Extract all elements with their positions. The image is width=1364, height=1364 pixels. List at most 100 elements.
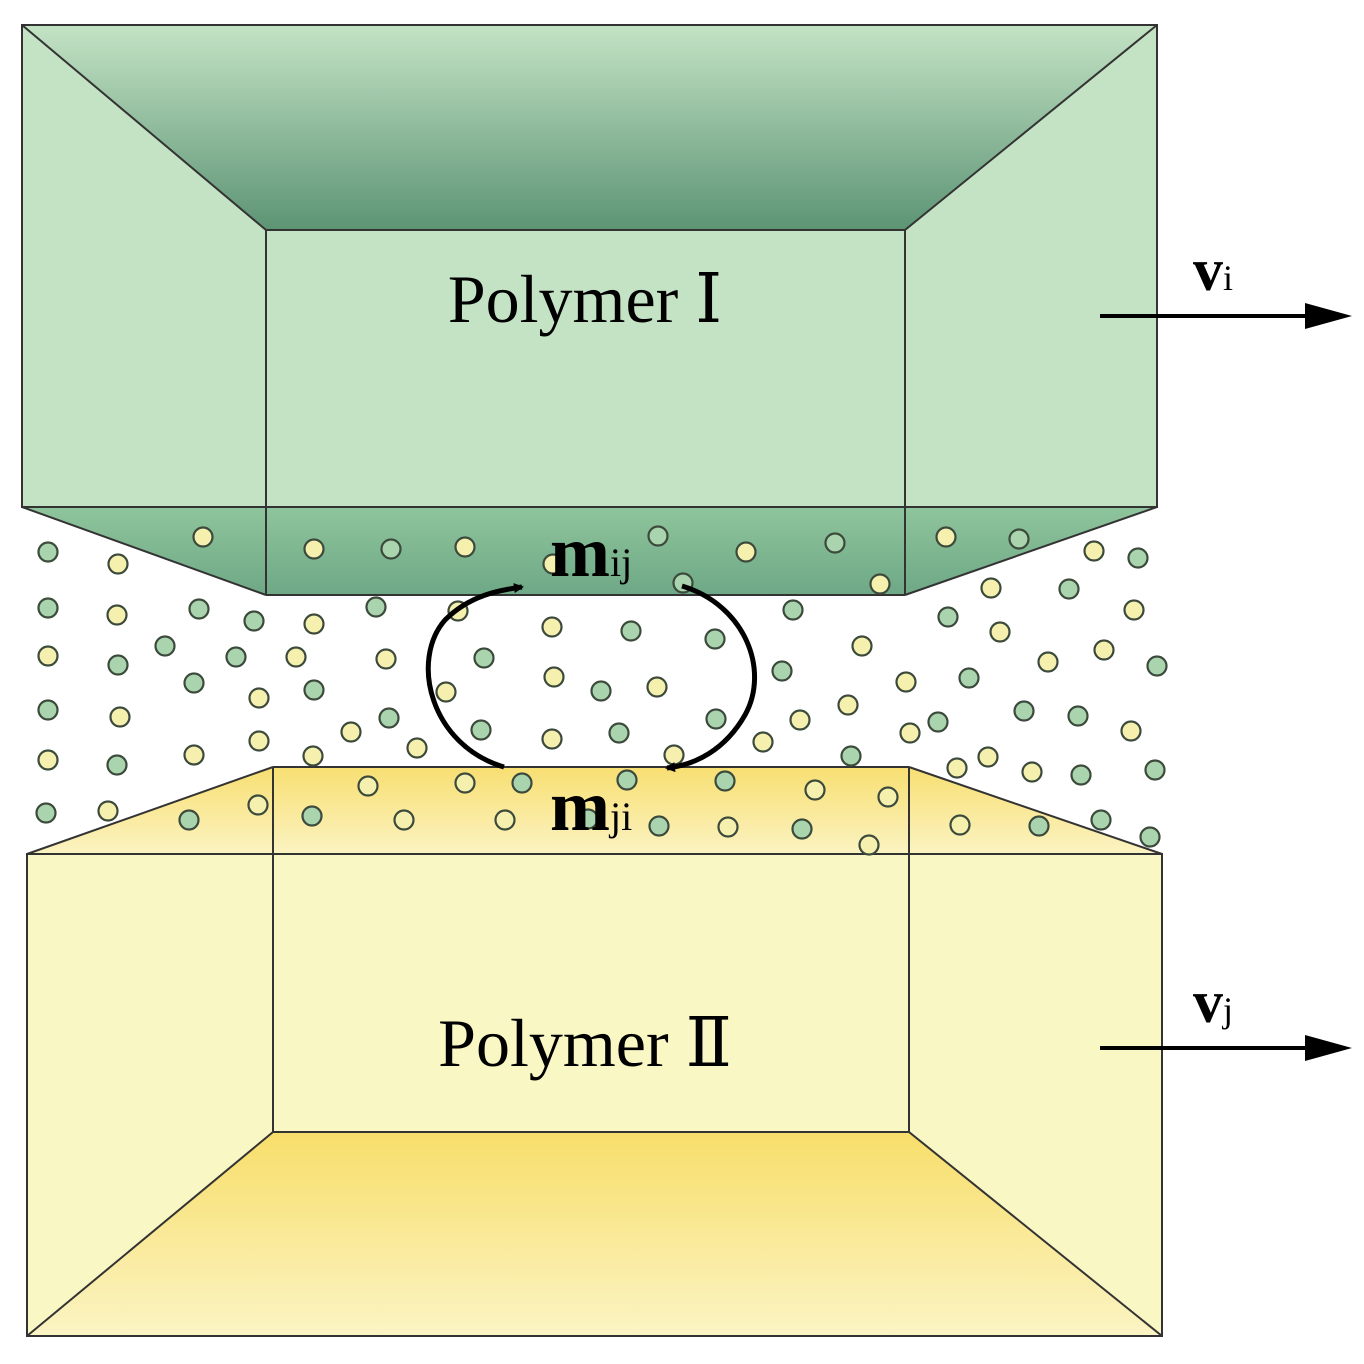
particle-green bbox=[511, 772, 533, 794]
particle-yellow bbox=[789, 709, 811, 731]
particle-yellow bbox=[663, 744, 685, 766]
particle-yellow bbox=[542, 553, 564, 575]
particle-green bbox=[107, 654, 129, 676]
exchange-bottom-symbol: m bbox=[550, 766, 610, 846]
particle-green bbox=[1013, 700, 1035, 722]
particle-yellow bbox=[1120, 720, 1142, 742]
particle-green bbox=[840, 745, 862, 767]
particle-green bbox=[714, 770, 736, 792]
particle-yellow bbox=[752, 731, 774, 753]
polymer-top-label: Polymer Ⅰ bbox=[448, 261, 722, 337]
exchange-top-symbol: m bbox=[550, 512, 610, 592]
particle-green bbox=[791, 818, 813, 840]
bottom-block-floor bbox=[27, 1132, 1162, 1336]
particle-yellow bbox=[37, 645, 59, 667]
particle-yellow bbox=[106, 604, 128, 626]
particle-green bbox=[225, 646, 247, 668]
exchange-cycle bbox=[425, 583, 757, 773]
particle-green bbox=[771, 660, 793, 682]
particle-green bbox=[616, 769, 638, 791]
particle-green bbox=[365, 596, 387, 618]
velocity-bottom-symbol: v bbox=[1193, 969, 1223, 1035]
particle-green bbox=[1139, 826, 1161, 848]
particle-green bbox=[154, 635, 176, 657]
particle-green bbox=[1070, 764, 1092, 786]
particle-green bbox=[577, 808, 599, 830]
particle-yellow bbox=[837, 694, 859, 716]
particle-yellow bbox=[877, 786, 899, 808]
particle-yellow bbox=[406, 737, 428, 759]
exchange-bottom-subscript: ji bbox=[608, 794, 632, 839]
velocity-top-subscript: i bbox=[1223, 258, 1233, 298]
particle-yellow bbox=[899, 722, 921, 744]
particle-green bbox=[188, 598, 210, 620]
particle-yellow bbox=[541, 616, 563, 638]
particle-green bbox=[1127, 547, 1149, 569]
particle-yellow bbox=[735, 541, 757, 563]
particle-green bbox=[1144, 759, 1166, 781]
particle-yellow bbox=[435, 681, 457, 703]
polymer-bottom-block bbox=[26, 766, 1163, 1337]
particle-yellow bbox=[1083, 540, 1105, 562]
particle-green bbox=[927, 711, 949, 733]
particle-green bbox=[648, 815, 670, 837]
particle-green bbox=[824, 532, 846, 554]
particle-yellow bbox=[303, 613, 325, 635]
particle-yellow bbox=[454, 536, 476, 558]
particle-green bbox=[106, 754, 128, 776]
velocity-bottom-subscript: j bbox=[1221, 990, 1233, 1030]
particle-yellow bbox=[935, 526, 957, 548]
particle-yellow bbox=[646, 676, 668, 698]
particle-cloud bbox=[35, 525, 1168, 856]
particle-green bbox=[378, 707, 400, 729]
particle-green bbox=[608, 722, 630, 744]
exchange-top-label: mij bbox=[550, 512, 632, 592]
particle-green bbox=[937, 606, 959, 628]
particle-green bbox=[1090, 809, 1112, 831]
particle-yellow bbox=[1093, 639, 1115, 661]
particle-yellow bbox=[541, 728, 563, 750]
particle-green bbox=[301, 805, 323, 827]
particle-yellow bbox=[543, 666, 565, 688]
particle-green bbox=[958, 667, 980, 689]
polymer-top-block bbox=[21, 24, 1158, 596]
velocity-top: vi bbox=[1100, 237, 1352, 329]
exchange-bottom-label: mji bbox=[550, 766, 632, 846]
particle-yellow bbox=[869, 573, 891, 595]
particle-yellow bbox=[989, 621, 1011, 643]
top-block-ceiling bbox=[22, 25, 1157, 230]
particle-yellow bbox=[1037, 651, 1059, 673]
particle-yellow bbox=[804, 779, 826, 801]
exchange-arrow-left bbox=[425, 583, 524, 770]
particle-green bbox=[1146, 655, 1168, 677]
particle-green bbox=[37, 597, 59, 619]
velocity-bottom-label: vj bbox=[1193, 969, 1233, 1035]
particle-yellow bbox=[980, 577, 1002, 599]
particle-green bbox=[704, 628, 726, 650]
particle-yellow bbox=[37, 749, 59, 771]
particle-yellow bbox=[454, 772, 476, 794]
top-block-underside bbox=[22, 507, 1157, 595]
particle-green bbox=[620, 620, 642, 642]
particle-yellow bbox=[717, 816, 739, 838]
particle-yellow bbox=[285, 646, 307, 668]
particle-yellow bbox=[340, 721, 362, 743]
particle-green bbox=[473, 647, 495, 669]
particle-green bbox=[37, 699, 59, 721]
particle-green bbox=[470, 719, 492, 741]
particle-green bbox=[1008, 528, 1030, 550]
particle-yellow bbox=[97, 800, 119, 822]
particle-green bbox=[590, 680, 612, 702]
particle-green bbox=[243, 610, 265, 632]
exchange-top-subscript: ij bbox=[610, 540, 632, 585]
particle-green bbox=[705, 708, 727, 730]
particle-green bbox=[37, 541, 59, 563]
particle-yellow bbox=[949, 814, 971, 836]
particle-yellow bbox=[192, 526, 214, 548]
polymer-bottom-label: Polymer Ⅱ bbox=[438, 1005, 732, 1081]
particle-green bbox=[1067, 705, 1089, 727]
particle-yellow bbox=[494, 809, 516, 831]
particle-yellow bbox=[1021, 761, 1043, 783]
particle-yellow bbox=[357, 775, 379, 797]
